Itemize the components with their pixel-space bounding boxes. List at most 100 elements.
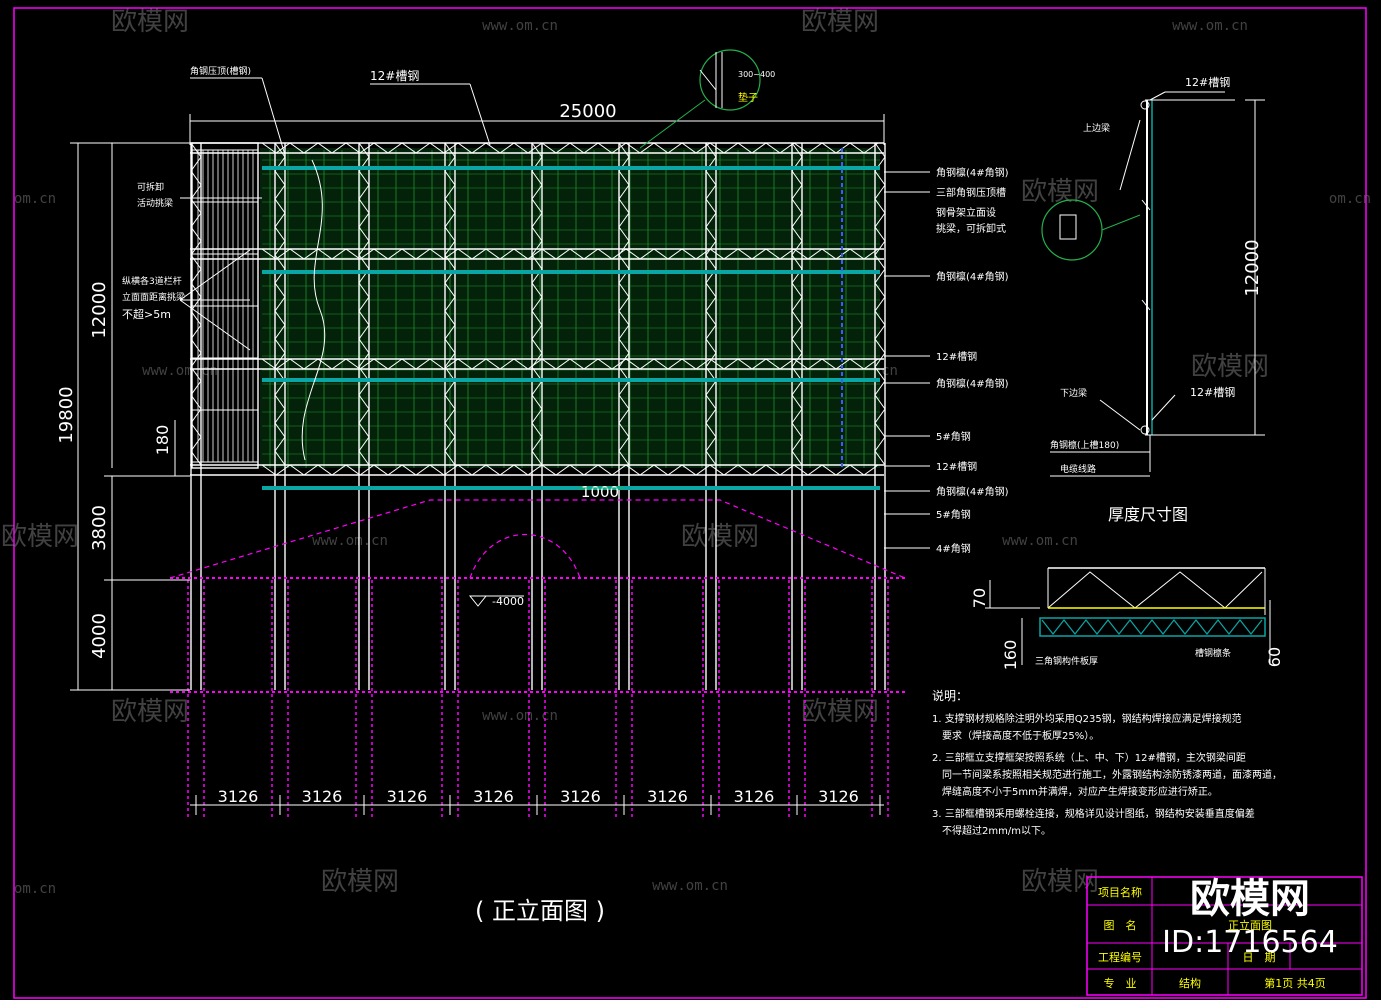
left-note-1: 可拆卸 [137, 181, 164, 193]
right-leader-label: 4#角钢 [936, 542, 971, 555]
tb-drawing-name: 正立面图 [1228, 918, 1272, 932]
watermark-domain: www.om.cn [482, 708, 558, 724]
circle-detail-size: 300~400 [738, 70, 775, 79]
tb-discipline-label: 专 业 [1104, 976, 1137, 990]
truss-columns [190, 142, 886, 690]
side-view-title: 厚度尺寸图 [1108, 505, 1188, 524]
section-label-2: 槽钢檩条 [1195, 647, 1231, 659]
circle-detail [639, 49, 761, 149]
left-note-4: 立面面距离挑梁 [122, 291, 185, 303]
note-item: 3. 三部框槽钢采用螺栓连接，规格详见设计图纸，钢结构安装垂直度偏差不得超过2m… [932, 807, 1255, 837]
watermark-brand: 欧模网 [801, 697, 879, 727]
right-leader-label: 5#角钢 [936, 508, 971, 521]
truss-beams [190, 142, 884, 490]
watermark-domain: om.cn [14, 881, 56, 897]
watermark-brand: 欧模网 [1191, 352, 1269, 382]
watermark-brand: 欧模网 [801, 7, 879, 37]
watermark-domain: om.cn [1329, 191, 1371, 207]
break-line [301, 159, 326, 461]
dim-1000: 1000 [581, 483, 619, 501]
side-label-bottom-channel: 12#槽钢 [1190, 386, 1235, 399]
top-beam-label: 12#槽钢 [370, 69, 419, 83]
right-leader-label: 钢骨架立面设 [936, 206, 996, 219]
watermark-domain: www.om.cn [142, 363, 218, 379]
tb-project-no-label: 工程编号 [1098, 950, 1142, 964]
right-leader-label: 挑梁，可拆卸式 [936, 222, 1006, 235]
board-grid [262, 150, 880, 468]
side-view [1041, 99, 1265, 472]
column-spacing-label: 3126 [734, 787, 775, 806]
section-lattice [1041, 619, 1263, 635]
side-label-top-channel: 12#槽钢 [1185, 76, 1230, 89]
brand-overlay: 欧模网 [1190, 876, 1310, 922]
board-panel [260, 148, 880, 468]
column-spacing-label: 3126 [647, 787, 688, 806]
section-dim-70: 70 [970, 588, 989, 608]
right-leader-label: 5#角钢 [936, 430, 971, 443]
watermark-brand: 欧模网 [111, 697, 189, 727]
title-block [1086, 876, 1363, 996]
side-label-angle: 角钢檩(上槽180) [1050, 439, 1119, 451]
note-item: 1. 支撑钢材规格除注明外均采用Q235钢，钢结构焊接应满足焊接规范要求（焊接高… [932, 712, 1242, 742]
tb-drawing-name-label: 图 名 [1104, 918, 1137, 932]
column-spacing-label: 3126 [218, 787, 259, 806]
circle-detail-label: 垫子 [738, 91, 758, 104]
section-view [985, 567, 1271, 665]
sheet-frame [13, 7, 1367, 999]
left-note-2: 活动挑梁 [137, 197, 173, 209]
column-spacing-label: 3126 [818, 787, 859, 806]
tb-project-name-label: 项目名称 [1098, 885, 1142, 899]
tb-discipline: 结构 [1179, 976, 1201, 990]
section-dim-60: 60 [1265, 647, 1284, 667]
dim-overall-height: 19800 [56, 386, 77, 443]
watermark-brand: 欧模网 [681, 522, 759, 552]
watermark-brand: 欧模网 [321, 867, 399, 897]
watermark-domain: om.cn [14, 191, 56, 207]
notes-heading: 说明： [932, 688, 968, 703]
top-left-label: 角钢压顶(槽钢) [190, 65, 251, 77]
dim-4000: 4000 [89, 613, 110, 659]
foundation-lines [169, 499, 906, 820]
watermark-brand: 欧模网 [1, 522, 79, 552]
column-spacing-label: 3126 [473, 787, 514, 806]
section-dim-160: 160 [1001, 640, 1020, 671]
id-overlay: ID:1716564 [1162, 925, 1338, 960]
watermark-domain: www.om.cn [1172, 18, 1248, 34]
right-leader-label: 角钢檩(4#角钢) [936, 485, 1009, 498]
watermark-domain: www.om.cn [312, 533, 388, 549]
level-mark: -4000 [492, 595, 524, 608]
maintenance-ladder-panel [191, 142, 259, 469]
watermark-brand: 欧模网 [1021, 867, 1099, 897]
left-note-3: 纵横各3道栏杆 [122, 275, 182, 287]
right-leader-label: 角钢檩(4#角钢) [936, 270, 1009, 283]
right-leader-label: 三部角钢压顶槽 [936, 186, 1006, 199]
dim-3800: 3800 [89, 505, 110, 551]
right-leader-label: 角钢檩(4#角钢) [936, 377, 1009, 390]
level-mark-triangle [468, 595, 488, 607]
right-leader-label: 12#槽钢 [936, 350, 977, 363]
right-leader-label: 角钢檩(4#角钢) [936, 166, 1009, 179]
watermark-domain: www.om.cn [482, 18, 558, 34]
column-spacing-label: 3126 [387, 787, 428, 806]
left-note-5: 不超>5m [122, 307, 171, 321]
side-label-upper-beam: 上边梁 [1083, 122, 1110, 134]
dim-180: 180 [153, 425, 172, 456]
elevation-title: ( 正立面图 ) [475, 897, 605, 925]
side-label-lower-beam: 下边梁 [1060, 387, 1087, 399]
note-item: 2. 三部框立支撑框架按照系统（上、中、下）12#槽钢，主次钢梁间距同一节间梁系… [932, 751, 1282, 798]
tb-sheet: 第1页 共4页 [1264, 976, 1326, 990]
side-label-cable: 电缆线路 [1060, 463, 1096, 475]
dim-overall-width: 25000 [559, 101, 616, 122]
section-label-1: 三角钢构件板厚 [1035, 655, 1098, 667]
front-elevation [169, 142, 906, 820]
tb-date-label: 日 期 [1243, 951, 1276, 964]
column-spacing-label: 3126 [560, 787, 601, 806]
right-leader-label: 12#槽钢 [936, 460, 977, 473]
notes-body: 1. 支撑钢材规格除注明外均采用Q235钢，钢结构焊接应满足焊接规范要求（焊接高… [932, 712, 1282, 837]
side-height-dim: 12000 [1242, 239, 1263, 296]
watermark-brand: 欧模网 [111, 7, 189, 37]
watermark-domain: www.om.cn [652, 878, 728, 894]
